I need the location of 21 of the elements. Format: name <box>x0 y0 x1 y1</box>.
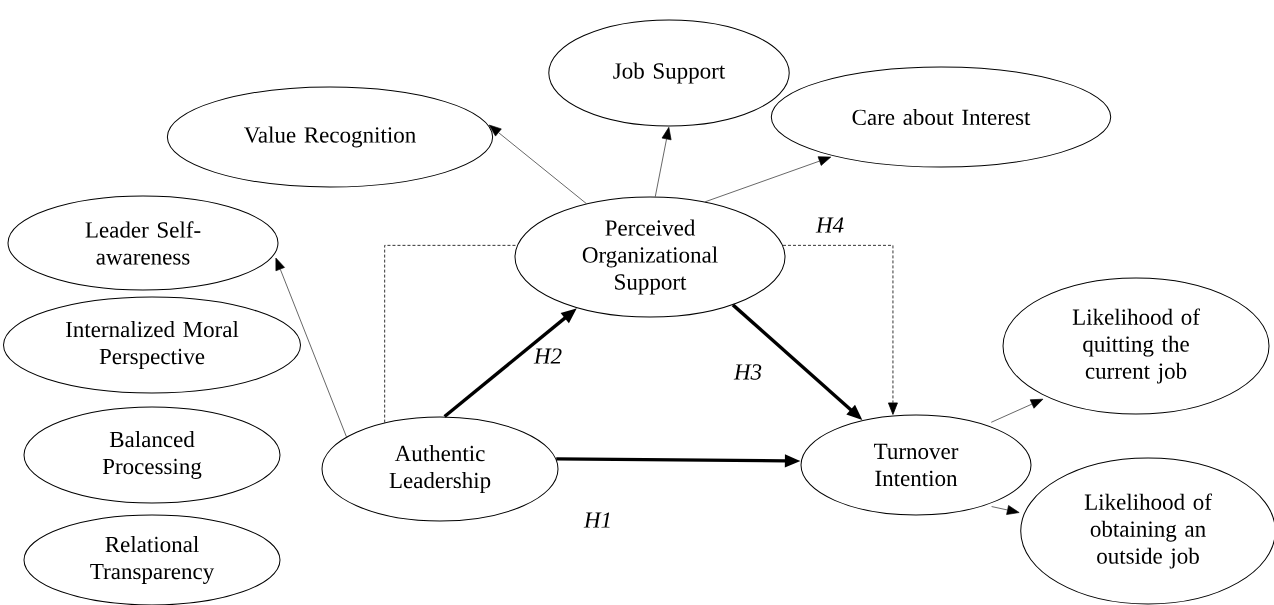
ellipse-node: Balanced Processing <box>23 406 281 504</box>
ellipse-node: Value Recognition <box>166 86 494 188</box>
edge-label: H2 <box>532 347 564 365</box>
ellipse-node: Likelihood of quitting the current job <box>1002 277 1270 415</box>
ellipse-node: Leader Self-awareness <box>7 195 279 291</box>
edge-label: H3 <box>732 363 764 381</box>
edge-label: H1 <box>582 511 614 529</box>
ellipse-node: Turnover Intention <box>800 414 1032 516</box>
arrow <box>990 398 1044 423</box>
ellipse-node: Internalized Moral Perspective <box>3 296 301 394</box>
ellipse-node: Care about Interest <box>770 66 1112 168</box>
ellipse-node: Perceived Organizational Support <box>514 196 786 318</box>
arrow <box>655 127 672 197</box>
ellipse-node: Authentic Leadership <box>321 416 559 522</box>
arrow <box>275 257 347 438</box>
arrow <box>782 244 898 415</box>
arrow <box>488 124 587 204</box>
ellipse-node: Job Support <box>548 19 790 127</box>
arrow <box>991 505 1020 515</box>
edge-label: H4 <box>814 216 846 234</box>
arrow <box>704 156 832 203</box>
